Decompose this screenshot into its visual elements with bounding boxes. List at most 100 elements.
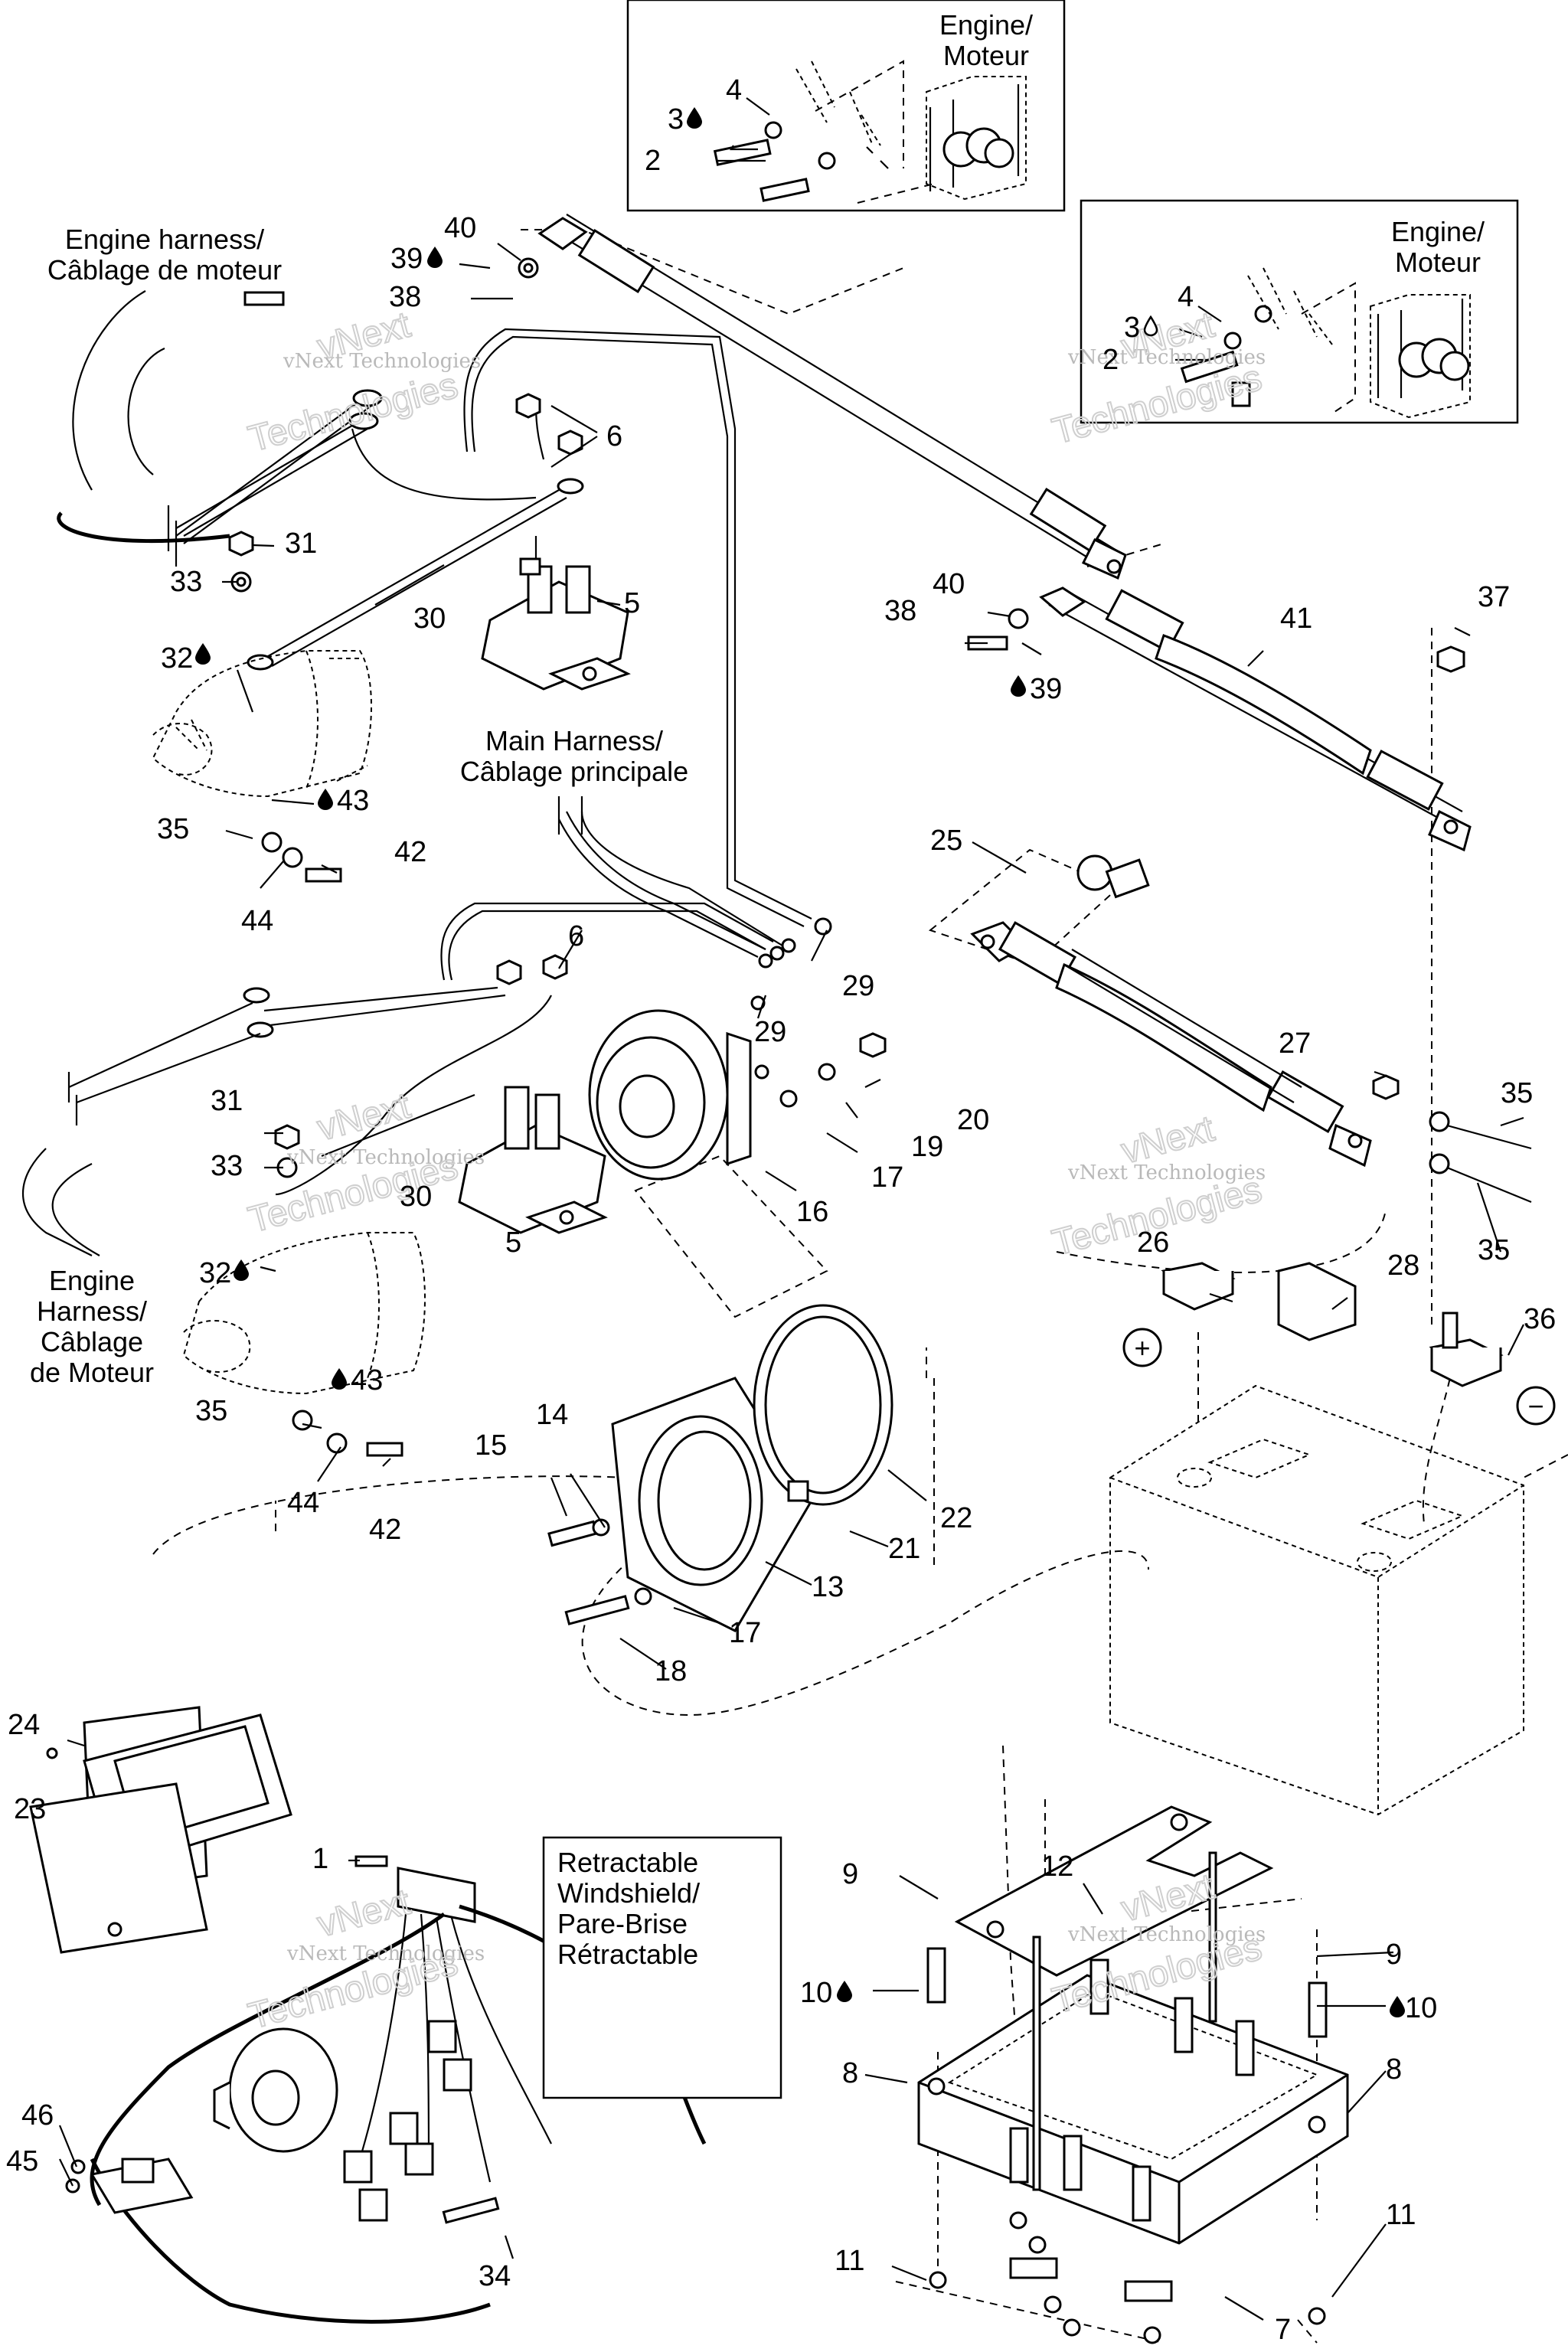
svg-text:Moteur: Moteur xyxy=(1395,247,1481,278)
callout-number: 31 xyxy=(285,528,317,560)
starter-motor-top xyxy=(152,650,372,798)
callout-number: 2 xyxy=(1102,344,1119,376)
callout-number: 29 xyxy=(754,1016,786,1048)
callout-numbers: 4 3 2 4 3 2 40 39 38 6 31 33 30 5 32 43 … xyxy=(6,74,1556,2346)
leader-lines xyxy=(22,97,1524,2321)
callout-number: 8 xyxy=(842,2057,858,2089)
callout-number: 22 xyxy=(940,1502,972,1534)
callout-number: 46 xyxy=(21,2099,54,2132)
callout-number: 25 xyxy=(930,825,962,857)
svg-text:Harness/: Harness/ xyxy=(37,1295,147,1327)
callout-number: 17 xyxy=(729,1617,761,1649)
callout-number: 29 xyxy=(842,970,874,1002)
svg-text:Pare-Brise: Pare-Brise xyxy=(557,1908,688,1939)
callout-number: 41 xyxy=(1280,603,1312,635)
callout-number: 35 xyxy=(195,1395,227,1427)
svg-text:Rétractable: Rétractable xyxy=(557,1939,698,1970)
callout-number: 35 xyxy=(1478,1234,1510,1266)
callout-number: 17 xyxy=(871,1161,903,1194)
callout-number: 27 xyxy=(1279,1027,1311,1060)
svg-text:Windshield/: Windshield/ xyxy=(557,1877,700,1909)
positive-terminal-symbol: + xyxy=(1134,1332,1150,1364)
negative-terminal-symbol: − xyxy=(1527,1390,1544,1422)
callout-number: 37 xyxy=(1478,581,1510,613)
svg-text:Câblage principale: Câblage principale xyxy=(460,756,688,787)
callout-number: 38 xyxy=(389,281,421,313)
callout-number: 42 xyxy=(394,836,426,868)
callout-number: 4 xyxy=(1178,281,1194,313)
callout-number: 1 xyxy=(312,1843,328,1875)
callout-number: 7 xyxy=(1275,2314,1291,2346)
battery xyxy=(1109,1384,1524,1816)
callout-number: 21 xyxy=(888,1533,920,1565)
horn-16 xyxy=(588,995,769,1181)
gasket-22 xyxy=(753,1304,893,1506)
label-engine-middle: Engine/ Moteur xyxy=(1391,216,1485,278)
svg-text:vNext: vNext xyxy=(313,1882,414,1945)
label-retractable-windshield: Retractable Windshield/ Pare-Brise Rétra… xyxy=(557,1847,700,1970)
callout-number: 11 xyxy=(1386,2199,1416,2231)
battery-cables xyxy=(537,214,1472,1168)
callout-number: 9 xyxy=(842,1858,858,1890)
callout-number: 8 xyxy=(1386,2053,1402,2086)
svg-text:vNext Technologies: vNext Technologies xyxy=(283,350,481,373)
svg-text:Technologies: Technologies xyxy=(244,365,462,460)
label-main-harness: Main Harness/ Câblage principale xyxy=(460,725,688,787)
svg-text:Engine: Engine xyxy=(49,1265,135,1296)
callout-number: 6 xyxy=(606,420,622,452)
svg-text:vNext Technologies: vNext Technologies xyxy=(1067,1161,1266,1184)
svg-text:vNext Technologies: vNext Technologies xyxy=(286,1146,485,1169)
svg-text:Main Harness/: Main Harness/ xyxy=(485,725,663,756)
callout-number: 26 xyxy=(1137,1227,1169,1259)
callout-number: 30 xyxy=(400,1181,432,1213)
callout-number: 42 xyxy=(369,1514,401,1546)
label-engine-top: Engine/ Moteur xyxy=(939,9,1033,71)
callout-number: 44 xyxy=(287,1487,319,1519)
svg-text:Moteur: Moteur xyxy=(943,40,1029,71)
svg-text:Engine/: Engine/ xyxy=(939,9,1033,41)
callout-number: 6 xyxy=(568,920,584,952)
callout-number: 43 xyxy=(351,1364,383,1396)
callout-number: 35 xyxy=(157,813,189,845)
callout-number: 14 xyxy=(536,1399,568,1431)
switch-base xyxy=(65,2158,500,2224)
callout-number: 2 xyxy=(645,145,661,177)
callout-number: 38 xyxy=(884,595,916,627)
callout-number: 35 xyxy=(1501,1077,1533,1109)
svg-text:Câblage de moteur: Câblage de moteur xyxy=(47,254,282,286)
callout-number: 3 xyxy=(1124,312,1140,344)
svg-text:Engine harness/: Engine harness/ xyxy=(65,224,264,255)
callout-number: 45 xyxy=(6,2145,38,2177)
svg-text:de Moteur: de Moteur xyxy=(30,1357,154,1388)
engine-inset-middle xyxy=(1080,199,1519,424)
svg-text:Engine/: Engine/ xyxy=(1391,216,1485,247)
callout-number: 23 xyxy=(14,1793,46,1825)
retractable-windshield-box xyxy=(542,1836,782,2099)
callout-number: 43 xyxy=(337,785,369,817)
callout-number: 44 xyxy=(241,905,273,937)
svg-text:vNext Technologies: vNext Technologies xyxy=(286,1942,485,1965)
fuse-box-cover xyxy=(29,1706,292,1954)
callout-number: 39 xyxy=(390,243,423,275)
callout-number: 33 xyxy=(170,566,202,598)
battery-terminals xyxy=(1122,1262,1556,1426)
svg-text:Retractable: Retractable xyxy=(557,1847,698,1878)
callout-number: 40 xyxy=(933,568,965,600)
callout-number: 33 xyxy=(211,1150,243,1182)
callout-number: 32 xyxy=(199,1257,231,1289)
callout-number: 32 xyxy=(161,642,193,675)
label-engine-harness-left: Engine Harness/ Câblage de Moteur xyxy=(30,1265,154,1388)
callout-number: 9 xyxy=(1386,1939,1402,1971)
solenoid-lower xyxy=(458,1086,608,1234)
battery-tray xyxy=(917,1805,1349,2344)
callout-number: 10 xyxy=(1405,1992,1437,2024)
callout-number: 31 xyxy=(211,1085,243,1117)
callout-number: 5 xyxy=(624,587,640,619)
callout-number: 3 xyxy=(668,103,684,136)
label-engine-harness-top: Engine harness/ Câblage de moteur xyxy=(47,224,282,286)
callout-number: 15 xyxy=(475,1429,507,1462)
callout-number: 13 xyxy=(812,1571,844,1603)
svg-text:Câblage: Câblage xyxy=(41,1326,143,1357)
callout-number: 34 xyxy=(479,2260,511,2292)
